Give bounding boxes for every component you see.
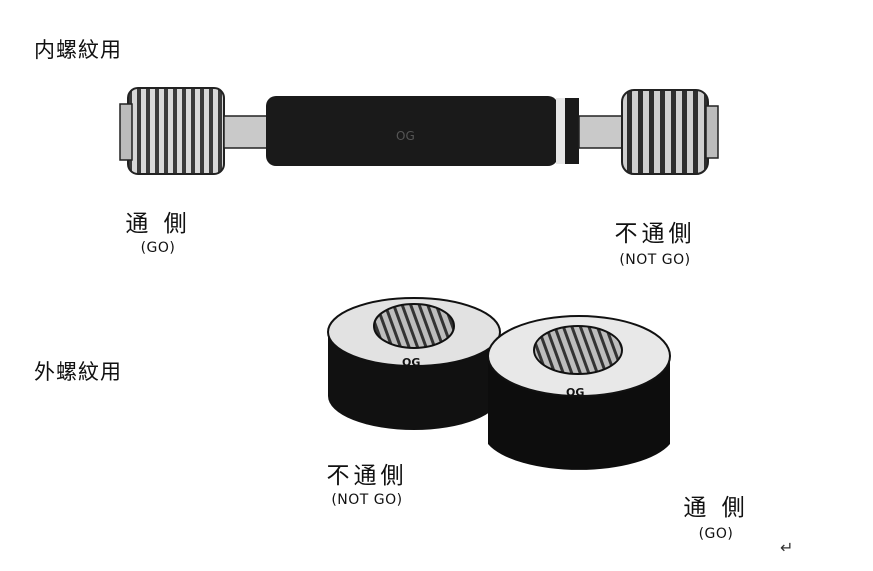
internal-notgo-label-en: (NOT GO) bbox=[619, 252, 691, 268]
handle-engraving: OG bbox=[396, 129, 415, 143]
ring-mark-right: OG bbox=[566, 386, 584, 399]
internal-notgo-label-jp: 不通側 bbox=[614, 221, 696, 247]
external-notgo-label-en: (NOT GO) bbox=[331, 492, 403, 508]
go-ring-gauge: OG bbox=[487, 315, 671, 470]
gauge-handle bbox=[266, 96, 558, 166]
notgo-thread-end bbox=[621, 89, 709, 175]
paragraph-return-icon: ↵ bbox=[780, 538, 794, 557]
thread-ring-gauge-illustration: OG OG bbox=[327, 297, 671, 470]
internal-go-label-jp: 通 側 bbox=[125, 211, 191, 237]
go-thread-end bbox=[127, 87, 225, 175]
internal-thread-title: 内螺紋用 bbox=[34, 38, 122, 62]
notgo-ring-gauge: OG bbox=[327, 297, 501, 430]
ring-mark-left: OG bbox=[402, 356, 420, 369]
external-go-label-en: (GO) bbox=[698, 526, 734, 542]
external-notgo-label-jp: 不通側 bbox=[326, 463, 408, 489]
thread-plug-gauge-illustration: OG bbox=[119, 87, 719, 175]
external-go-label-jp: 通 側 bbox=[683, 495, 749, 521]
external-thread-title: 外螺紋用 bbox=[34, 360, 122, 384]
internal-go-label-en: (GO) bbox=[140, 240, 176, 256]
